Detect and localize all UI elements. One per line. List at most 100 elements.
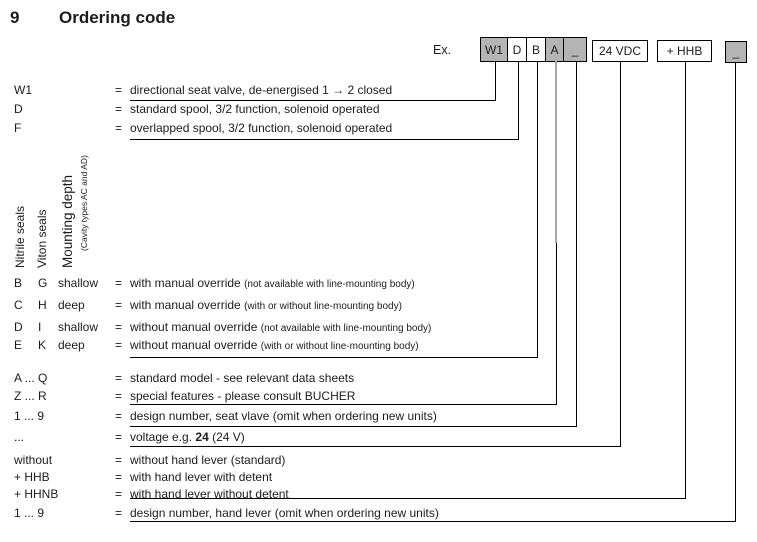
row-without-lever: without = without hand lever (standard) [0, 454, 757, 468]
row-description: special features - please consult BUCHER [130, 389, 356, 403]
row-description: design number, seat vlave (omit when ord… [130, 409, 437, 423]
row-description: with hand lever with detent [130, 470, 273, 484]
row-code-viton: H [38, 298, 47, 312]
row-code: ... [14, 430, 25, 444]
row-description: standard spool, 3/2 function, solenoid o… [130, 102, 380, 116]
equals-sign: = [115, 276, 123, 290]
row-code-nitrile: B [14, 276, 23, 290]
underline-spool [130, 139, 519, 140]
row-code-depth: deep [58, 338, 85, 352]
row-description: standard model - see relevant data sheet… [130, 371, 355, 385]
row-description: without manual override (not available w… [130, 320, 432, 335]
label-cavity-types: (Cavity types AC and AD) [79, 155, 89, 251]
row-spool-d: D = standard spool, 3/2 function, soleno… [0, 103, 757, 117]
equals-sign: = [115, 320, 123, 334]
row-seal-di: D I shallow = without manual override (n… [0, 321, 757, 335]
equals-sign: = [115, 338, 123, 352]
row-code: without [14, 453, 53, 467]
underline-hand-lever [130, 498, 686, 499]
equals-sign: = [115, 409, 123, 423]
row-code: A ... Q [14, 371, 48, 385]
label-nitrile-seals: Nitrile seals [13, 205, 27, 268]
row-description: design number, hand lever (omit when ord… [130, 506, 439, 520]
row-description: directional seat valve, de-energised 1 →… [130, 83, 393, 97]
row-code: W1 [14, 83, 32, 97]
row-hhb: + HHB = with hand lever with detent [0, 471, 757, 485]
underline-design-hand [130, 521, 736, 522]
connector-spool [518, 61, 519, 139]
underline-seal [130, 357, 538, 358]
row-description: with manual override (not available with… [130, 276, 415, 291]
row-code-nitrile: D [14, 320, 23, 334]
equals-sign: = [115, 371, 123, 385]
row-voltage: ... = voltage e.g. 24 (24 V) [0, 431, 757, 445]
code-box-model: A [545, 38, 563, 61]
equals-sign: = [115, 470, 123, 484]
code-box-voltage: 24 VDC [592, 40, 648, 62]
row-code-depth: deep [58, 298, 85, 312]
row-description: overlapped spool, 3/2 function, solenoid… [130, 121, 393, 135]
label-viton-seals: Viton seals [35, 209, 49, 268]
row-code: 1 ... 9 [14, 506, 45, 520]
row-code-nitrile: C [14, 298, 23, 312]
equals-sign: = [115, 83, 123, 97]
row-w1: W1 = directional seat valve, de-energise… [0, 84, 757, 98]
row-code: + HHB [14, 470, 50, 484]
connector-voltage [620, 61, 621, 446]
section-number: 9 [10, 8, 20, 27]
code-box-w1: W1 [481, 38, 507, 61]
row-seal-ch: C H deep = with manual override (with or… [0, 299, 757, 313]
row-code: + HHNB [14, 487, 59, 501]
row-design-seat: 1 ... 9 = design number, seat vlave (omi… [0, 410, 757, 424]
row-code-depth: shallow [58, 276, 99, 290]
code-box-hand-lever: + HHB [657, 40, 712, 62]
row-design-hand-lever: 1 ... 9 = design number, hand lever (omi… [0, 507, 757, 521]
underline-design-seat [130, 426, 577, 427]
page-title: Ordering code [59, 8, 176, 27]
underline-voltage [130, 446, 621, 447]
connector-design-number [735, 62, 736, 521]
row-code-viton: K [38, 338, 47, 352]
underline-w1 [130, 100, 496, 101]
code-box-group: W1 D B A _ [480, 37, 587, 62]
equals-sign: = [115, 389, 123, 403]
row-description: with hand lever without detent [130, 487, 289, 501]
equals-sign: = [115, 298, 123, 312]
code-box-design-number: _ [725, 41, 747, 63]
row-description: voltage e.g. 24 (24 V) [130, 430, 245, 444]
row-seal-ek: E K deep = without manual override (with… [0, 339, 757, 353]
row-description: with manual override (with or without li… [130, 298, 402, 313]
row-hhnb: + HHNB = with hand lever without detent [0, 488, 757, 502]
row-spool-f: F = overlapped spool, 3/2 function, sole… [0, 122, 757, 136]
row-code: F [14, 121, 22, 135]
connector-design [576, 61, 577, 426]
row-code-nitrile: E [14, 338, 23, 352]
underline-model [130, 404, 557, 405]
connector-model-gray [555, 61, 557, 243]
row-description: without hand lever (standard) [130, 453, 286, 467]
row-code: Z ... R [14, 389, 47, 403]
row-seal-bg: B G shallow = with manual override (not … [0, 277, 757, 291]
connector-w1 [495, 61, 496, 100]
equals-sign: = [115, 430, 123, 444]
code-box-spool: D [507, 38, 526, 61]
code-box-design: _ [563, 38, 586, 61]
connector-model [556, 243, 557, 404]
connector-seal [537, 61, 538, 357]
row-code: 1 ... 9 [14, 409, 45, 423]
row-code: D [14, 102, 23, 116]
row-description: without manual override (with or without… [130, 338, 419, 353]
equals-sign: = [115, 102, 123, 116]
label-mounting-depth: Mounting depth [60, 174, 75, 268]
equals-sign: = [115, 453, 123, 467]
code-box-seal: B [526, 38, 545, 61]
equals-sign: = [115, 121, 123, 135]
row-code-depth: shallow [58, 320, 99, 334]
row-code-viton: I [38, 320, 42, 334]
example-label: Ex. [433, 43, 452, 57]
row-model-aq: A ... Q = standard model - see relevant … [0, 372, 757, 386]
row-code-viton: G [38, 276, 48, 290]
connector-hand-lever [685, 61, 686, 498]
equals-sign: = [115, 506, 123, 520]
